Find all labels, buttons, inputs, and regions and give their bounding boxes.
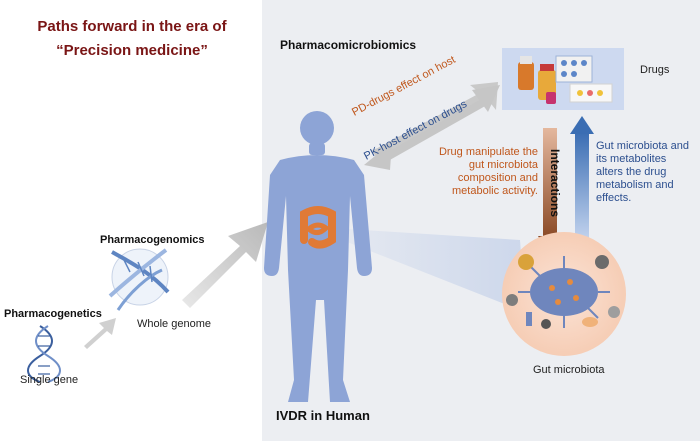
title-line-2: “Precision medicine”: [56, 42, 208, 59]
pharmacogenomics-label: Pharmacogenomics: [100, 234, 205, 246]
pd-pk-arrow-shaft: [364, 85, 500, 170]
small-progress-arrow: [84, 318, 116, 349]
drug-effect-text: Drug manipulate the gut microbiota compo…: [438, 146, 538, 197]
gut-microbiota-icon: [502, 232, 626, 356]
gut-zoom-beam: [332, 228, 525, 312]
drugs-label: Drugs: [640, 64, 670, 76]
dna-genome-icon: [108, 248, 170, 311]
title-line-1: Paths forward in the era of: [37, 18, 227, 35]
drugs-icon: [502, 48, 624, 110]
human-body-figure: [264, 111, 372, 402]
dna-single-icon: [27, 325, 61, 383]
whole-genome-label: Whole genome: [137, 318, 211, 330]
single-gene-label: Single gene: [20, 374, 79, 386]
big-progress-arrow: [182, 222, 268, 308]
ivdr-label: IVDR in Human: [276, 408, 370, 423]
pharmacomicrobiomics-label: Pharmacomicrobiomics: [280, 38, 417, 52]
gut-microbiota-label: Gut microbiota: [533, 364, 605, 376]
microbiota-effect-text: Gut microbiota and its metabolites alter…: [596, 140, 689, 204]
colon-icon: [300, 206, 336, 249]
interactions-label: Interactions: [548, 148, 562, 217]
pharmacogenetics-label: Pharmacogenetics: [4, 308, 102, 320]
